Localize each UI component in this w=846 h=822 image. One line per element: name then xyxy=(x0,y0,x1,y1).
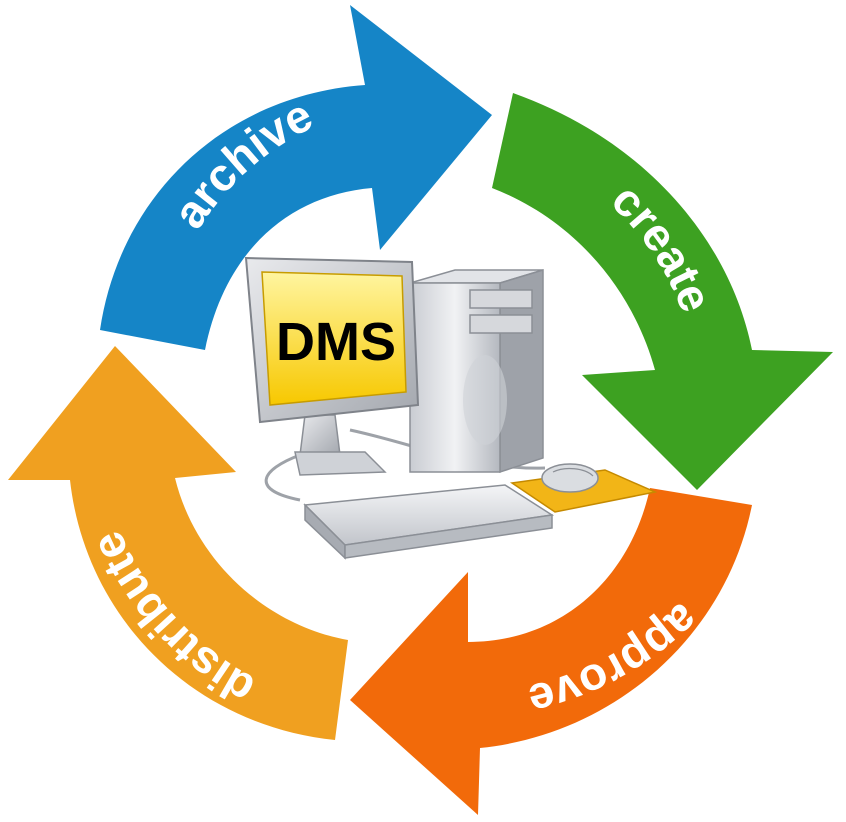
keyboard-icon xyxy=(303,484,555,560)
computer-illustration: DMS xyxy=(244,256,658,560)
mouse-icon xyxy=(509,463,658,513)
approve-arrow xyxy=(350,488,752,815)
monitor-icon: DMS xyxy=(244,256,420,424)
tower-case-icon xyxy=(409,268,544,474)
distribute-arrow xyxy=(8,346,348,740)
monitor-stand xyxy=(294,414,387,476)
archive-arrow xyxy=(100,5,492,350)
cycle-arrows xyxy=(8,5,833,815)
create-arrow xyxy=(492,93,833,490)
dms-screen-label: DMS xyxy=(276,312,396,372)
